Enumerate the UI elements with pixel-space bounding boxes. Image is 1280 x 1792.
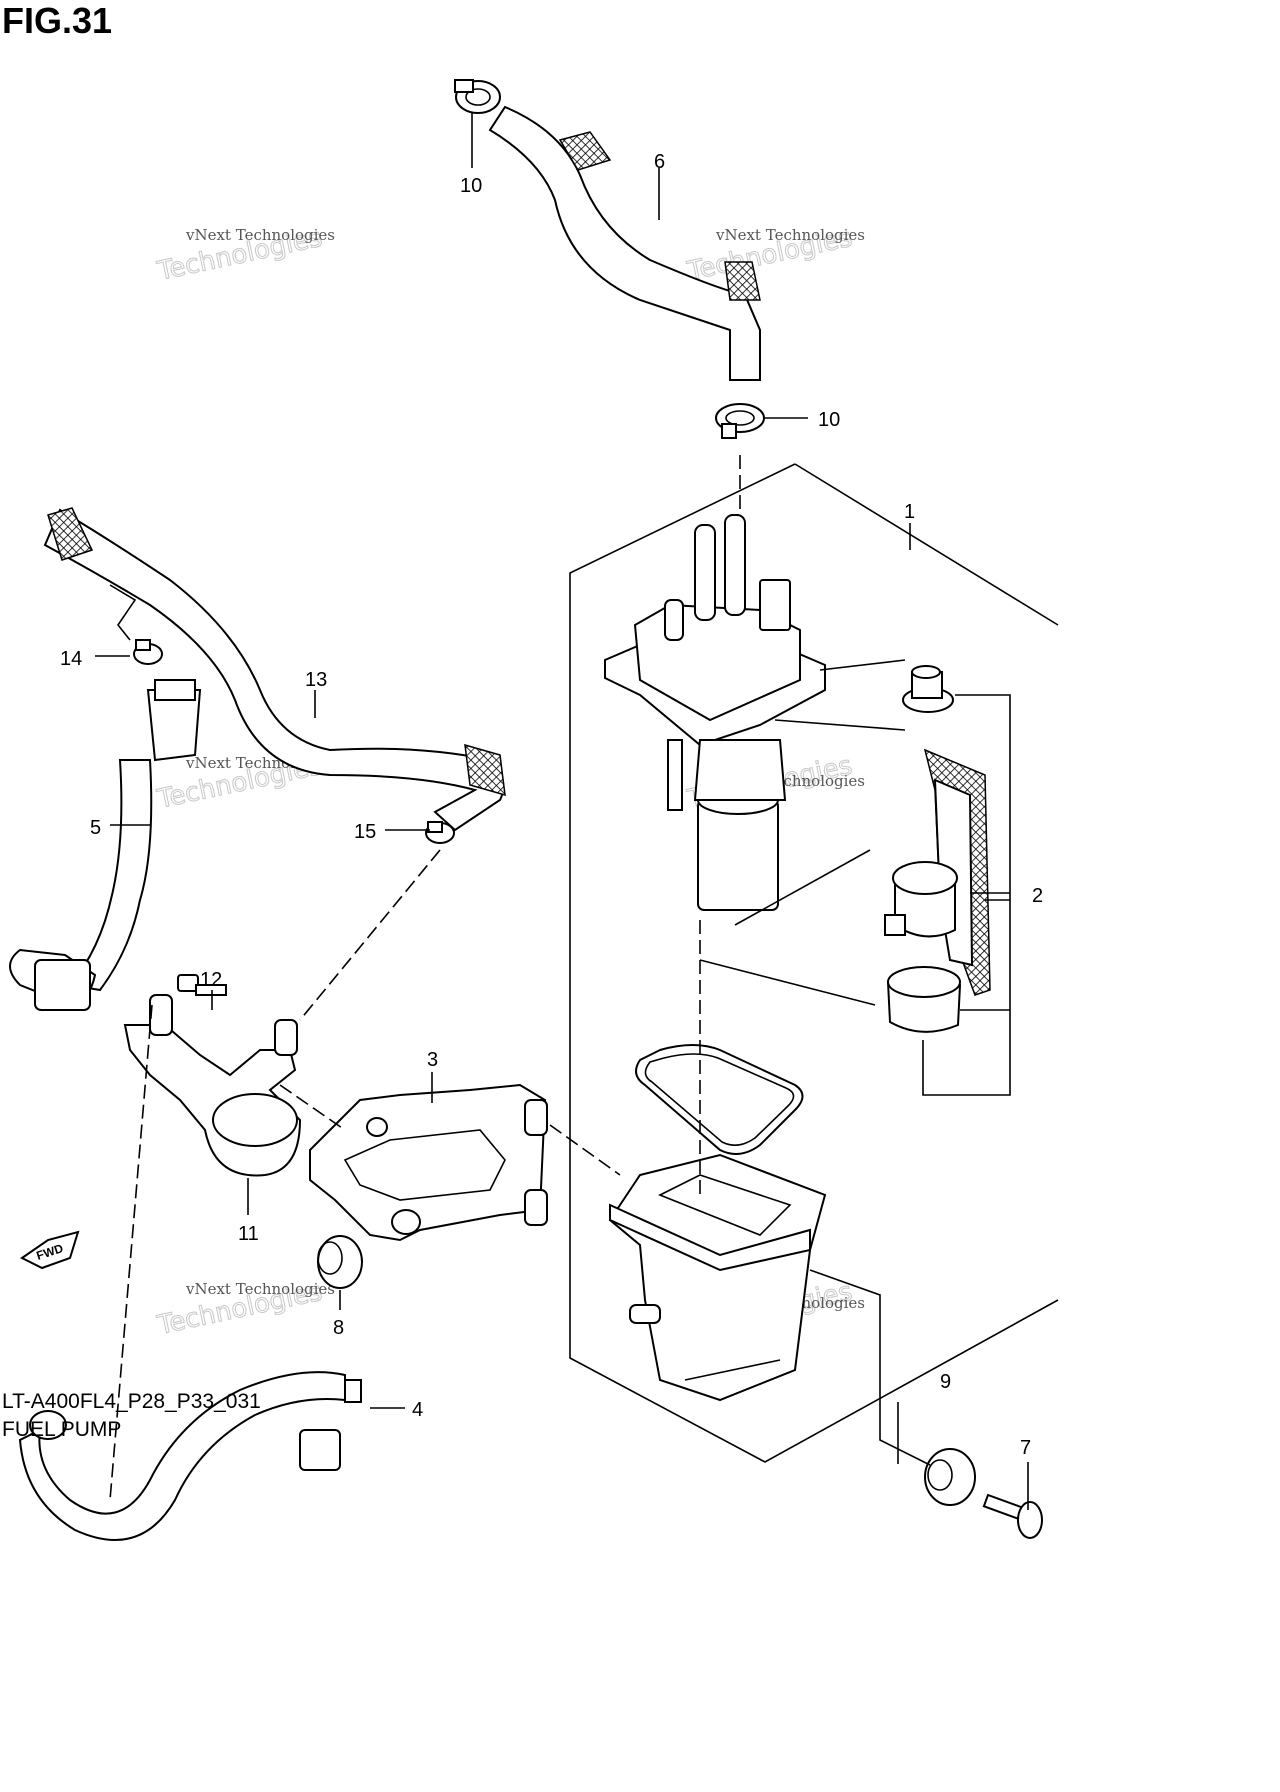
callout-14: 14 [60,648,82,670]
hose-clamp-15 [425,821,455,844]
fuel-strainer-2 [884,748,991,996]
watermark-text: vNext Technologies [185,1280,335,1298]
pump-o-ring [635,1044,804,1155]
grommet-8 [317,1235,363,1289]
fuel-hose-5 [9,679,202,1011]
callout-10-top: 10 [460,175,482,197]
callout-9: 9 [940,1371,951,1393]
callout-5: 5 [90,817,101,839]
grommet-9 [924,1448,976,1506]
assembly-guide-lines [109,455,1011,1501]
callout-1: 1 [904,501,915,523]
bolt-12 [177,974,227,996]
assembly-outline [569,463,1059,1463]
fuel-pump-unit [604,514,826,911]
fuel-tank-housing [608,1153,827,1402]
callout-13: 13 [305,669,327,691]
bolt-7 [982,1493,1043,1539]
callout-2: 2 [1032,885,1043,907]
hose-clamp-10-top [454,79,501,114]
callout-3: 3 [427,1049,438,1071]
fuel-hose-13 [43,507,506,832]
callout-10-mid: 10 [818,409,840,431]
callout-4: 4 [412,1399,423,1421]
callout-11: 11 [238,1223,259,1245]
watermark-text: vNext Technologies [185,226,335,244]
watermark-bottom-left: Technologies vNext Technologies [154,1276,335,1341]
forward-direction-badge: FWD [20,1230,80,1270]
callout-7: 7 [1020,1437,1031,1459]
callout-6: 6 [654,151,665,173]
diagram-code: LT-A400FL4_P28_P33_031 [2,1390,261,1413]
strainer-retainer [886,966,962,1033]
callout-15: 15 [354,821,376,843]
watermark-top-right: Technologies vNext Technologies [684,222,865,287]
watermark-text: vNext Technologies [715,226,865,244]
hose-clamp-10-mid [715,403,765,439]
pump-bracket-3 [309,1083,548,1242]
fuel-hose-4 [18,1371,362,1541]
pressure-regulator-11 [123,994,302,1177]
callout-12: 12 [200,969,222,991]
watermark-top-left: Technologies vNext Technologies [154,222,335,287]
diagram-name: FUEL PUMP [2,1418,122,1441]
pump-grommet-top [902,665,954,713]
figure-title: FIG.31 [2,0,113,41]
fuel-hose-6 [488,105,761,381]
hose-clamp-14 [133,639,163,665]
callout-8: 8 [333,1317,344,1339]
callout-leader-lines [95,112,1029,1510]
